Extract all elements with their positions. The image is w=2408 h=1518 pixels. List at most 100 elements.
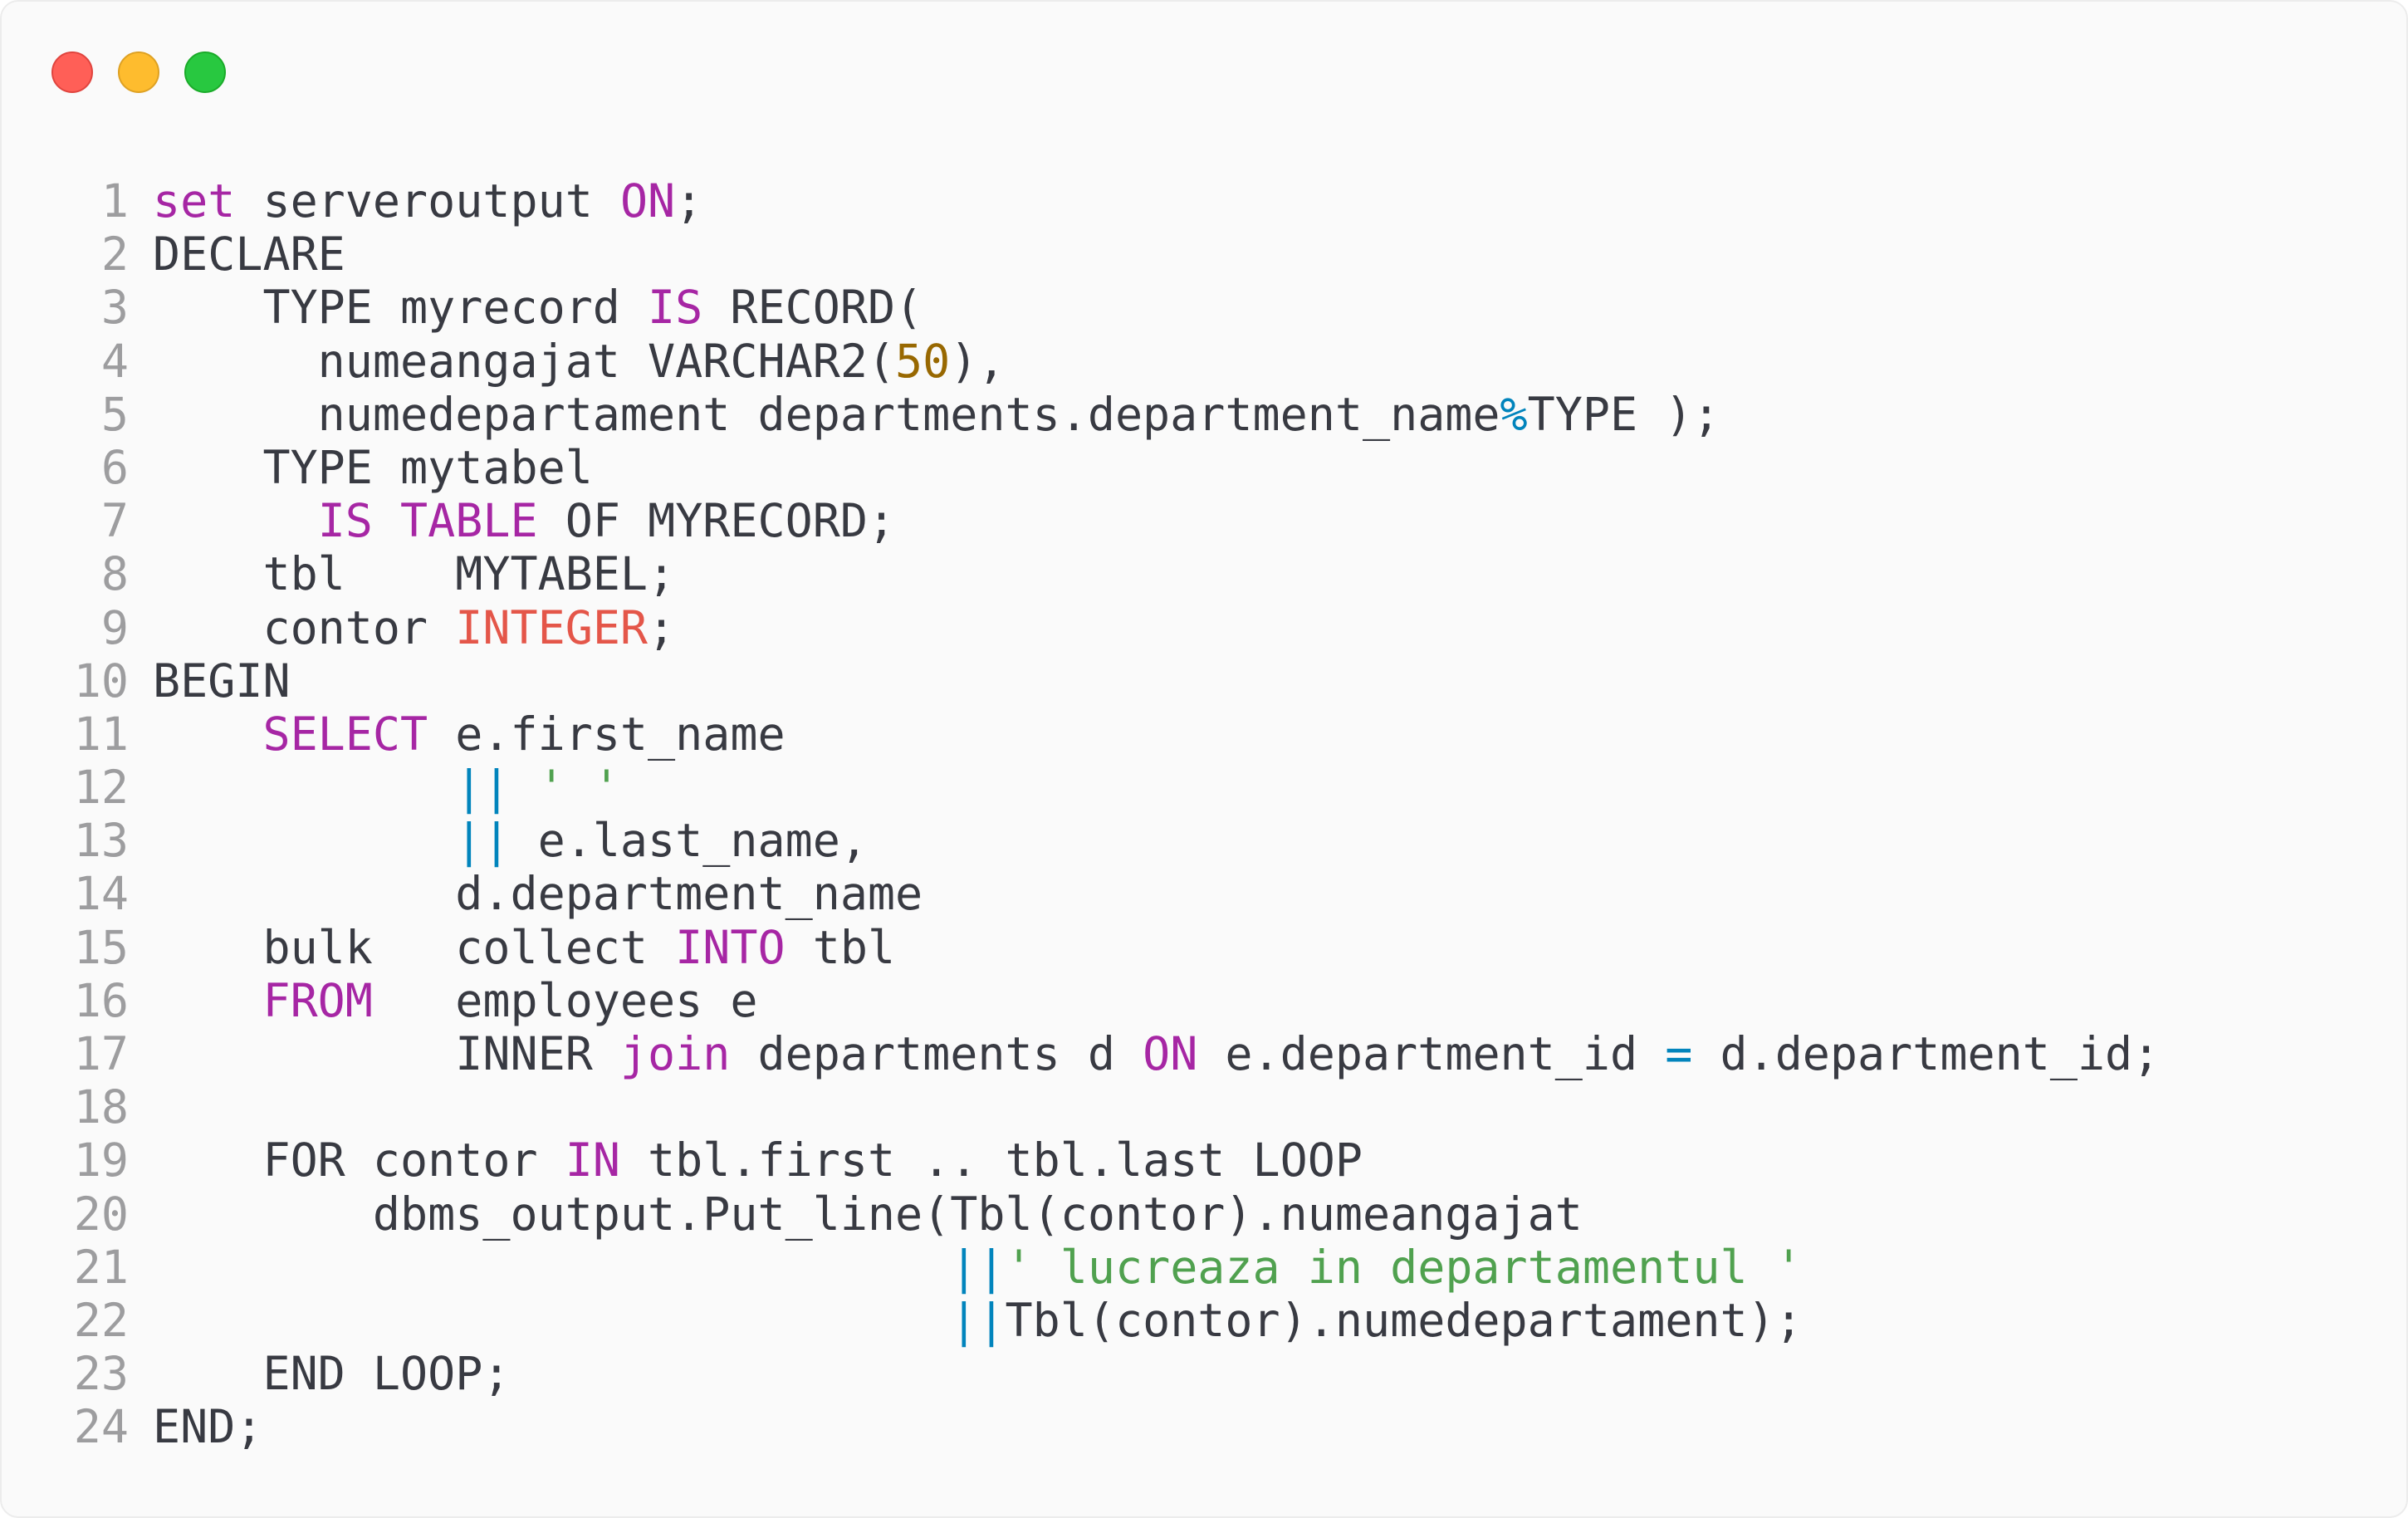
line-number: 4 (100, 334, 129, 388)
code-token: % (1500, 387, 1528, 441)
code-token (153, 1294, 950, 1347)
code-line: 3 TYPE myrecord IS RECORD( (2, 281, 2408, 334)
code-token: tbl.first .. tbl.last LOOP (619, 1134, 1363, 1187)
code-token: TYPE myrecord (153, 281, 648, 335)
code-token: ON (1143, 1027, 1198, 1080)
line-number: 1 (100, 174, 129, 228)
code-token: dbms_output.Put_line(Tbl(contor).numeang… (153, 1187, 1583, 1241)
code-token: || (950, 1293, 1006, 1347)
code-token: tbl MYTABEL; (153, 547, 676, 601)
code-text: END; (129, 1400, 262, 1453)
line-number: 17 (73, 1027, 129, 1080)
code-token: ' lucreaza in departamentul ' (1005, 1240, 1803, 1294)
code-token (373, 494, 400, 547)
line-number: 21 (73, 1240, 129, 1294)
code-line: 19 FOR contor IN tbl.first .. tbl.last L… (2, 1134, 2408, 1187)
code-text: || ' ' (129, 761, 620, 814)
code-token: FROM (262, 973, 373, 1027)
code-token: numeangajat VARCHAR2( (153, 334, 896, 388)
code-line: 7 IS TABLE OF MYRECORD; (2, 494, 2408, 547)
code-text: TYPE myrecord IS RECORD( (129, 281, 923, 334)
code-line: 22 ||Tbl(contor).numedepartament); (2, 1294, 2408, 1347)
code-token: || (950, 1240, 1006, 1294)
code-token: END; (153, 1400, 263, 1454)
code-token: d.department_id; (1692, 1027, 2161, 1080)
code-token: serveroutput (235, 174, 620, 228)
code-line: 20 dbms_output.Put_line(Tbl(contor).nume… (2, 1187, 2408, 1241)
code-text: numeangajat VARCHAR2(50), (129, 335, 1006, 388)
code-text: DECLARE (129, 228, 345, 281)
line-number: 18 (73, 1080, 129, 1134)
code-token: numedepartament departments.department_n… (153, 387, 1500, 441)
maximize-button[interactable] (184, 51, 226, 93)
code-token: e.department_id (1197, 1027, 1666, 1080)
code-token: contor (153, 600, 456, 654)
code-line: 8 tbl MYTABEL; (2, 547, 2408, 600)
line-number: 24 (73, 1400, 129, 1454)
line-number: 8 (100, 547, 129, 601)
code-token: IS (317, 494, 373, 548)
line-number: 16 (73, 973, 129, 1027)
line-number: 5 (100, 387, 129, 441)
code-token (510, 761, 537, 814)
line-number: 23 (73, 1347, 129, 1401)
code-token (153, 708, 262, 761)
code-line: 16 FROM employees e (2, 974, 2408, 1027)
code-token: END LOOP; (153, 1347, 511, 1401)
code-line: 15 bulk collect INTO tbl (2, 921, 2408, 974)
code-text: TYPE mytabel (129, 440, 593, 494)
code-token: tbl (785, 920, 896, 974)
code-token: DECLARE (153, 228, 345, 282)
code-text: FROM employees e (129, 973, 757, 1027)
code-token: TYPE ); (1527, 387, 1720, 441)
code-line: 18 (2, 1080, 2408, 1134)
code-token: join (619, 1027, 731, 1080)
line-number: 13 (73, 814, 129, 868)
code-token: INNER (153, 1027, 620, 1080)
code-text: tbl MYTABEL; (129, 547, 675, 600)
code-token: set (153, 174, 236, 228)
code-token: RECORD( (702, 281, 923, 335)
code-token: departments d (730, 1027, 1143, 1080)
code-token: INTEGER (455, 600, 648, 654)
code-token: Tbl(contor).numedepartament); (1005, 1293, 1803, 1347)
code-token: TYPE mytabel (153, 440, 593, 494)
code-token (153, 1241, 950, 1294)
line-number: 7 (100, 494, 129, 548)
code-token: IN (565, 1134, 620, 1187)
code-token: ' ' (537, 761, 620, 815)
code-line: 23 END LOOP; (2, 1347, 2408, 1400)
close-button[interactable] (51, 51, 93, 93)
code-text: dbms_output.Put_line(Tbl(contor).numeang… (129, 1187, 1583, 1241)
code-token: FOR contor (153, 1134, 565, 1187)
code-line: 11 SELECT e.first_name (2, 708, 2408, 761)
minimize-button[interactable] (118, 51, 159, 93)
line-number: 11 (73, 707, 129, 761)
code-line: 14 d.department_name (2, 867, 2408, 920)
code-token: bulk collect (153, 920, 676, 974)
code-line: 17 INNER join departments d ON e.departm… (2, 1027, 2408, 1080)
code-line: 6 TYPE mytabel (2, 441, 2408, 494)
code-token: IS (648, 281, 703, 335)
line-number: 3 (100, 281, 129, 335)
code-line: 12 || ' ' (2, 761, 2408, 814)
code-token: ON (619, 174, 676, 228)
line-number: 14 (73, 867, 129, 921)
code-token (153, 814, 455, 867)
code-text: numedepartament departments.department_n… (129, 388, 1720, 441)
code-token: = (1665, 1027, 1693, 1080)
code-token: INTO (675, 920, 786, 974)
code-token: e.first_name (428, 707, 786, 761)
code-token: d.department_name (153, 867, 923, 921)
line-number: 10 (73, 654, 129, 708)
code-text (129, 1080, 153, 1134)
code-token: || (455, 814, 511, 868)
code-text: IS TABLE OF MYRECORD; (129, 494, 895, 547)
line-number: 6 (100, 440, 129, 494)
code-token: 50 (895, 334, 951, 388)
